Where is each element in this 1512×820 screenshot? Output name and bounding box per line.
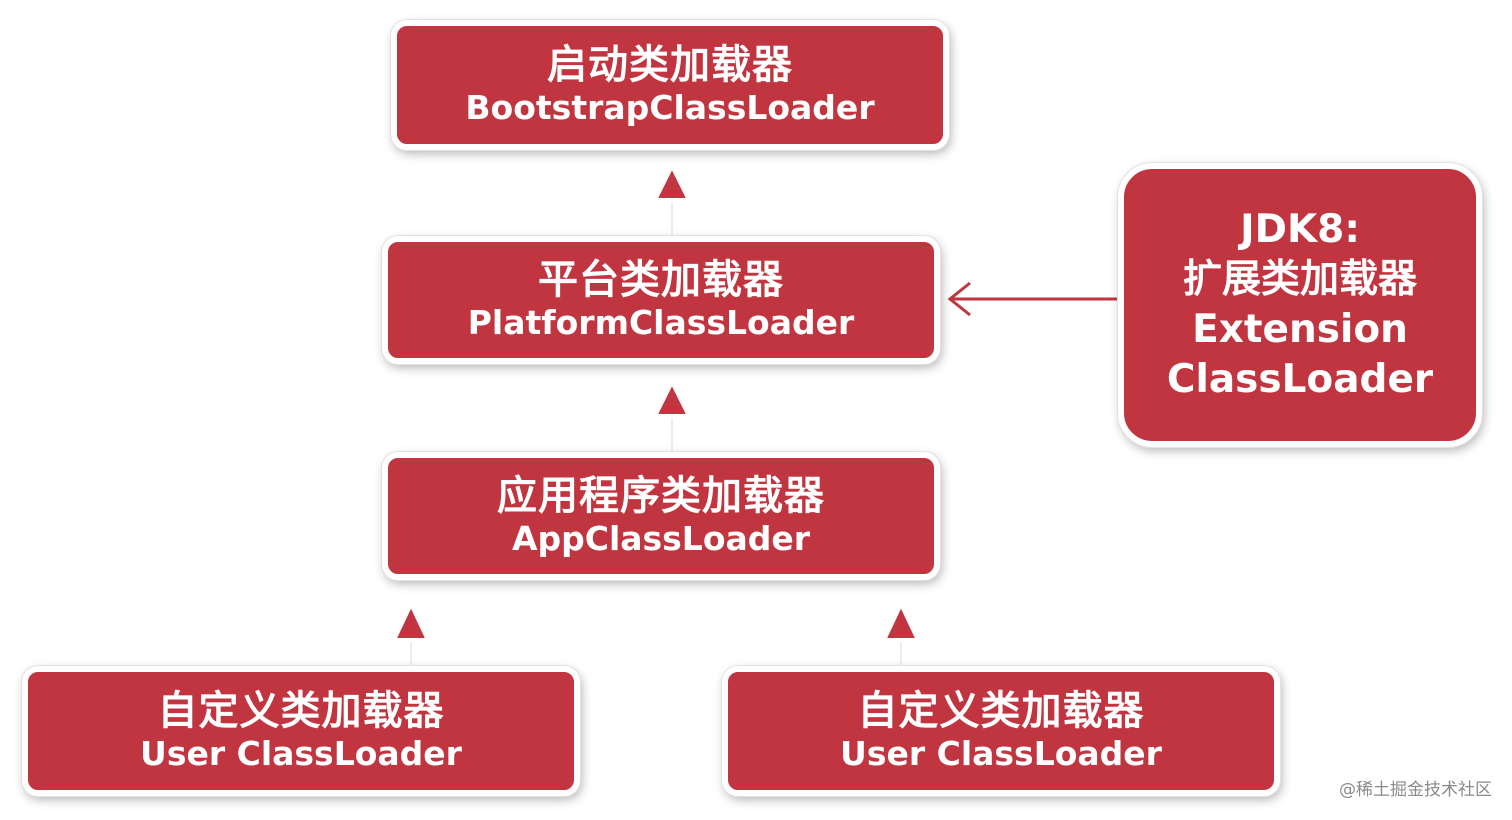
node-en-label: BootstrapClassLoader [465,88,875,128]
node-cn-label: 自定义类加载器 [157,687,445,734]
node-jdk-version-label: JDK8: [1240,207,1360,253]
user-classloader-node-left: 自定义类加载器 User ClassLoader [22,666,580,796]
node-en-label: Extension [1192,307,1408,352]
bootstrap-classloader-node: 启动类加载器 BootstrapClassLoader [391,20,949,150]
node-cn-label: 平台类加载器 [538,256,784,303]
node-cn-label: 启动类加载器 [547,41,793,88]
node-en-label: User ClassLoader [840,734,1162,774]
node-cn-label: 自定义类加载器 [857,687,1145,734]
arrow-jdk8-to-platform [947,281,1118,317]
app-classloader-node: 应用程序类加载器 AppClassLoader [382,452,940,580]
arrow-user-right-to-app [880,599,922,665]
arrow-platform-to-bootstrap [651,161,693,235]
node-en-label: ClassLoader [1166,356,1434,402]
node-en-label: AppClassLoader [511,519,811,559]
arrow-app-to-platform [651,377,693,451]
watermark-text: @稀土掘金技术社区 [1339,780,1492,800]
arrow-user-left-to-app [390,599,432,665]
platform-classloader-node: 平台类加载器 PlatformClassLoader [382,236,940,364]
node-en-label: User ClassLoader [140,734,462,774]
user-classloader-node-right: 自定义类加载器 User ClassLoader [722,666,1280,796]
node-cn-label: 应用程序类加载器 [497,472,825,519]
node-cn-label: 扩展类加载器 [1182,257,1417,303]
jdk8-extension-classloader-node: JDK8: 扩展类加载器 Extension ClassLoader [1118,163,1482,447]
node-en-label: PlatformClassLoader [467,303,855,343]
